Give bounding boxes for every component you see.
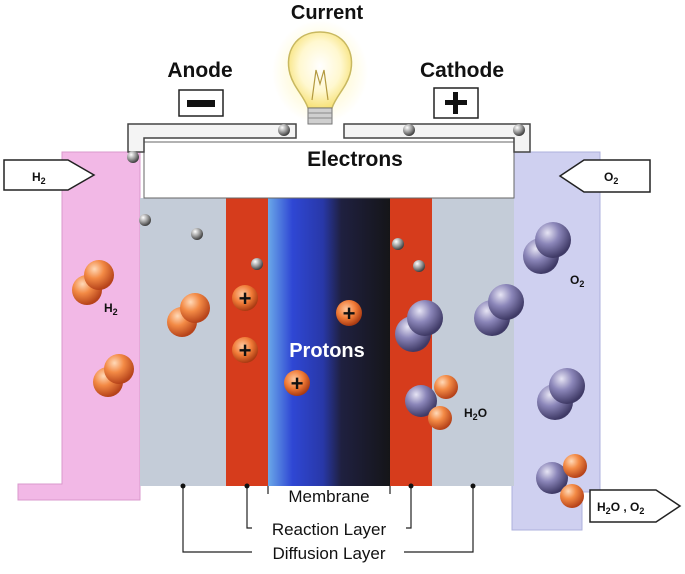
proton-particle (232, 337, 258, 363)
electron-particle (251, 258, 263, 270)
electrons-label: Electrons (307, 148, 403, 171)
electron-particle (191, 228, 203, 240)
membrane-label: Membrane (288, 487, 369, 506)
electron-particle (413, 260, 425, 272)
cathode-diffusion-layer (432, 198, 514, 486)
svg-text:H2O: H2O (464, 406, 487, 422)
electron-particle (139, 214, 151, 226)
svg-text:H2O , O2: H2O , O2 (597, 500, 644, 516)
reaction-layer-label: Reaction Layer (272, 520, 387, 539)
outlet-o-label: O , O (611, 500, 640, 514)
outlet-h-label: H (597, 500, 606, 514)
h2-inlet-arrow: H2 (3, 159, 96, 191)
layer-leader-lines (182, 486, 474, 553)
plus-icon (445, 92, 467, 114)
o2-molecule-label: O (570, 273, 579, 287)
electrons-panel (143, 141, 515, 199)
o2-inlet-arrow: O2 (558, 159, 651, 193)
svg-text:O2: O2 (570, 273, 584, 289)
water-molecules (405, 375, 587, 508)
proton-sign: + (343, 301, 356, 326)
h2o-molecule-subscript: 2 (473, 412, 478, 422)
anode-diffusion-layer (140, 198, 226, 486)
anode-sign-box (178, 89, 224, 117)
proton-sign: + (239, 286, 252, 311)
current-label: Current (291, 2, 364, 24)
diffusion-layer-label: Diffusion Layer (272, 544, 385, 563)
h2o-molecule-tail: O (478, 406, 487, 420)
proton-particles (232, 285, 362, 396)
o2-inlet-label: O (604, 170, 613, 184)
layer-leader-dots (180, 483, 476, 489)
o2-inlet-subscript: 2 (613, 176, 618, 186)
svg-text:H2: H2 (104, 301, 118, 317)
membrane (268, 198, 390, 486)
cathode-label: Cathode (420, 59, 504, 82)
h2-molecule-subscript: 2 (113, 307, 118, 317)
anode-gas-channel (17, 151, 141, 501)
h2-inlet-subscript: 2 (41, 176, 46, 186)
anode-label: Anode (167, 59, 232, 82)
h2-inlet-label: H (32, 170, 41, 184)
protons-label: Protons (289, 340, 365, 362)
o2-molecule-subscript: 2 (579, 279, 584, 289)
electron-particle (127, 151, 139, 163)
h2o-molecule-label: H (464, 406, 473, 420)
proton-sign: + (239, 338, 252, 363)
electron-particle (513, 124, 525, 136)
proton-sign: + (291, 371, 304, 396)
svg-text:O2: O2 (604, 170, 618, 186)
outlet-o-subscript: 2 (639, 506, 644, 516)
light-bulb-icon (287, 31, 353, 125)
h2-molecule-label: H (104, 301, 113, 315)
electron-particle (278, 124, 290, 136)
electron-particle (403, 124, 415, 136)
svg-text:H2: H2 (32, 170, 46, 186)
h2o-o2-outlet-arrow: H2O , O2 (589, 489, 682, 523)
proton-particle (232, 285, 258, 311)
cathode-wire (343, 123, 531, 153)
minus-icon (187, 100, 215, 107)
electron-particle (392, 238, 404, 250)
electron-particles (127, 124, 525, 272)
proton-particle (336, 300, 362, 326)
anode-wire (127, 123, 297, 153)
hydrogen-molecules (72, 260, 210, 397)
oxygen-molecules (395, 222, 585, 420)
proton-particle (284, 370, 310, 396)
outlet-h-subscript: 2 (606, 506, 611, 516)
